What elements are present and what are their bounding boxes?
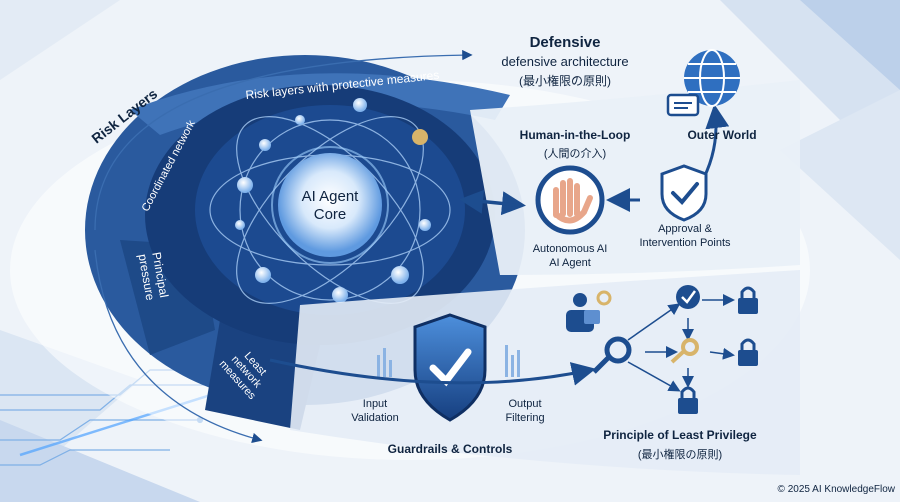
user-icon bbox=[566, 290, 612, 332]
outer-world-label: Outer World bbox=[687, 128, 757, 142]
least-privilege-japanese: (最小権限の原則) bbox=[637, 449, 723, 461]
core-sphere bbox=[278, 153, 382, 257]
guardrails-title: Guardrails & Controls bbox=[387, 442, 513, 456]
core-label: AI Agent Core bbox=[301, 188, 359, 223]
bar-graphics bbox=[377, 345, 520, 377]
outer-arc-top bbox=[94, 49, 473, 231]
least-privilege-title: Principle of Least Privilege bbox=[603, 428, 757, 442]
check-circle-icon bbox=[676, 285, 700, 309]
gold-key-icon bbox=[670, 338, 699, 364]
chat-bubble-icon bbox=[666, 93, 700, 117]
output-filtering-label: Output Filtering bbox=[505, 398, 545, 424]
guardrail-shield-icon bbox=[413, 313, 487, 422]
defensive-japanese: (最小権限の原則) bbox=[519, 74, 611, 88]
copyright-notice: © 2025 AI KnowledgeFlow bbox=[777, 484, 895, 495]
hitl-title: Human-in-the-Loop bbox=[519, 128, 631, 142]
defensive-subtitle: defensive architecture bbox=[501, 54, 629, 69]
defensive-title: Defensive bbox=[529, 34, 601, 51]
autonomous-label: Autonomous AI AI Agent bbox=[532, 243, 608, 269]
guardrails-panel bbox=[290, 270, 800, 475]
globe-icon bbox=[684, 49, 740, 107]
privilege-graph bbox=[627, 294, 735, 392]
key-icon bbox=[592, 336, 632, 374]
hand-icon bbox=[535, 165, 605, 235]
lock-icon bbox=[678, 286, 758, 414]
hitl-japanese: (人間の介入) bbox=[543, 148, 607, 160]
guardrail-arrow bbox=[269, 358, 596, 386]
network-nodes bbox=[235, 98, 431, 303]
approval-label: Approval & Intervention Points bbox=[639, 223, 731, 249]
shield-check-icon bbox=[660, 164, 708, 222]
outer-arc-bottom bbox=[94, 249, 263, 444]
input-validation-label: Input Validation bbox=[351, 398, 399, 424]
